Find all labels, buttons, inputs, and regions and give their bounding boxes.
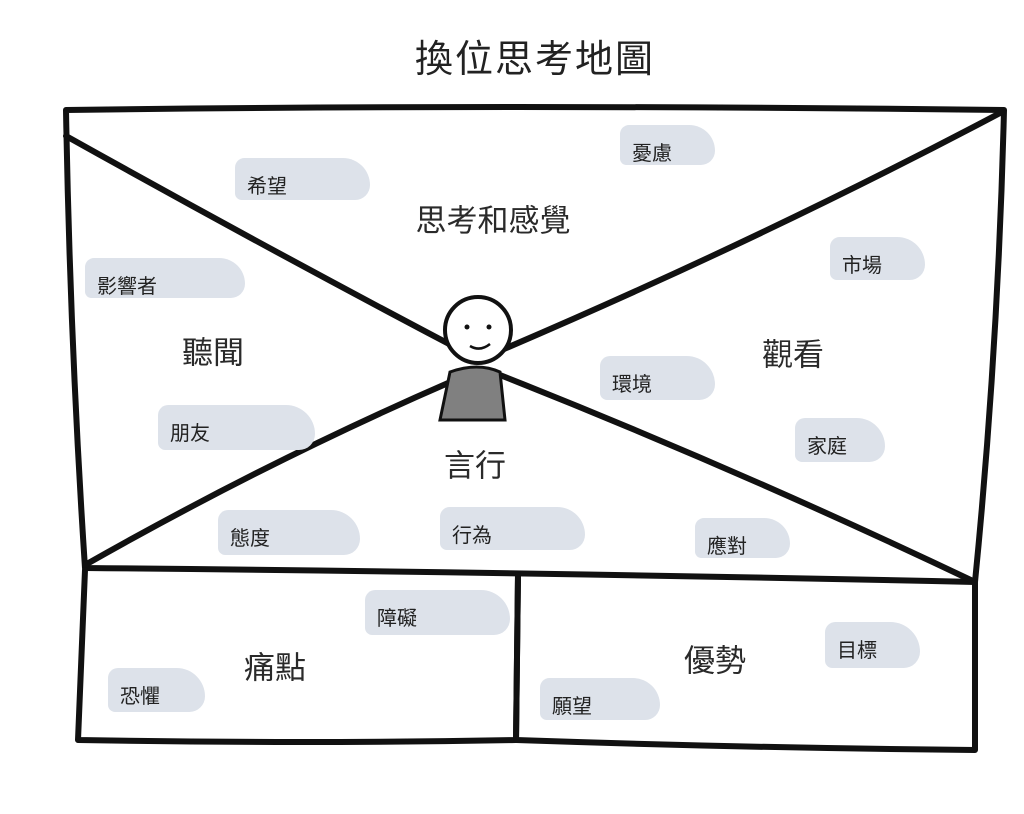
section-pain: 痛點 [244, 650, 306, 687]
tag-obstacles: 障礙 [365, 590, 510, 635]
tag-worries: 憂慮 [620, 125, 715, 165]
bottom-left-box [75, 567, 521, 745]
tag-behavior: 行為 [440, 507, 585, 550]
map-title: 換位思考地圖 [414, 37, 655, 81]
tag-friends: 朋友 [158, 405, 315, 450]
section-see: 觀看 [762, 337, 824, 374]
diagonal-bottom-right [497, 372, 978, 585]
tag-fears: 恐懼 [108, 668, 205, 712]
tag-wishes: 願望 [540, 678, 660, 720]
section-think-feel: 思考和感覺 [415, 203, 571, 240]
tag-hopes: 希望 [235, 158, 370, 200]
person-body [438, 365, 507, 422]
section-hear: 聽聞 [182, 335, 244, 372]
section-say-do: 言行 [444, 448, 506, 485]
person-head [443, 295, 513, 365]
diagonal-top-right [487, 109, 1005, 358]
section-gain: 優勢 [684, 643, 746, 680]
tag-market: 市場 [830, 237, 925, 280]
person-figure [438, 295, 513, 422]
tag-goals: 目標 [825, 622, 920, 668]
bottom-right-box [513, 572, 978, 753]
tag-attitude: 態度 [218, 510, 360, 555]
tag-influencers: 影響者 [85, 258, 245, 298]
tag-environment: 環境 [600, 356, 715, 400]
diagonal-top-left [63, 133, 473, 358]
tag-family: 家庭 [795, 418, 885, 462]
diagonal-bottom-left [82, 377, 458, 568]
tag-response: 應對 [695, 518, 790, 558]
